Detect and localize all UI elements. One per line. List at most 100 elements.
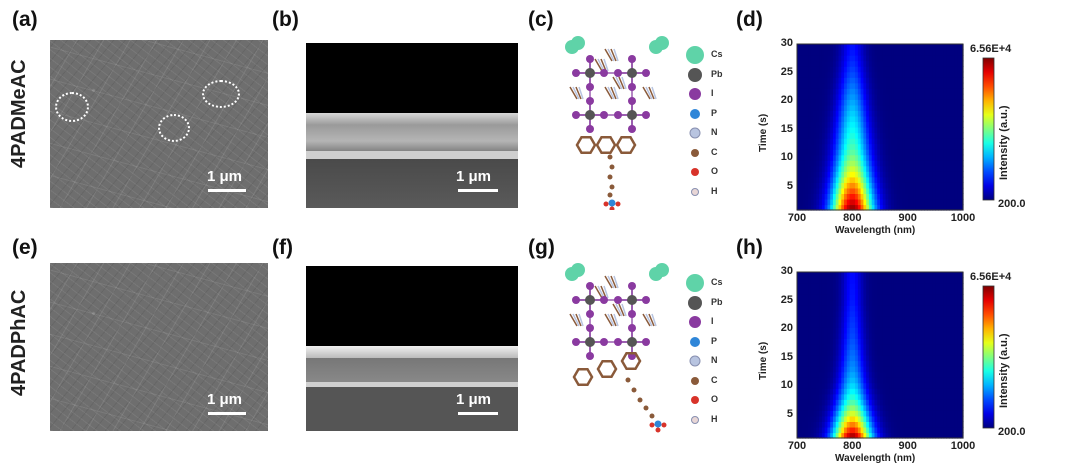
heatmap-cell (832, 77, 837, 84)
heatmap-cell (797, 127, 801, 134)
heatmap-cell (885, 399, 889, 406)
atom-p-swatch (690, 336, 700, 347)
heatmap-cell (938, 399, 942, 406)
heatmap-cell (830, 138, 834, 145)
heatmap-cell (904, 182, 909, 189)
heatmap-cell (827, 149, 831, 156)
heatmap-cell (866, 321, 870, 328)
heatmap-cell (927, 110, 931, 117)
heatmap-cell (957, 71, 961, 78)
heatmap-cell (927, 49, 931, 56)
heatmap-cell (929, 343, 934, 351)
heatmap-cell (907, 366, 912, 373)
heatmap-cell (821, 88, 826, 95)
heatmap-cell (835, 377, 840, 384)
heatmap-cell (907, 355, 912, 362)
heatmap-cell (954, 415, 959, 422)
heatmap-cell (866, 294, 870, 301)
heatmap-cell (846, 393, 851, 400)
heatmap-cell (888, 204, 892, 211)
heatmap-cell (921, 60, 925, 67)
heatmap-cell (832, 138, 837, 145)
heatmap-cell (918, 288, 923, 295)
heatmap-cell (891, 60, 895, 67)
heatmap-cell (799, 66, 804, 73)
heatmap-cell (846, 60, 851, 67)
heatmap-cell (893, 110, 898, 117)
heatmap-cell (816, 77, 820, 84)
heatmap-cell (921, 327, 925, 334)
heatmap-cell (844, 410, 848, 417)
heatmap-cell (797, 388, 801, 395)
heatmap-cell (802, 154, 806, 161)
heatmap-cell (874, 421, 878, 428)
heatmap-cell (877, 343, 881, 351)
heatmap-cell (913, 283, 917, 290)
heatmap-cell (891, 338, 895, 345)
heatmap-cell (824, 71, 829, 78)
heatmap-cell (860, 198, 864, 206)
heatmap-cell (860, 193, 864, 200)
heatmap-cell (951, 60, 956, 67)
heatmap-cell (880, 426, 884, 434)
heatmap-cell (799, 349, 804, 356)
heatmap-cell (927, 327, 931, 334)
heatmap-cell (907, 110, 912, 117)
heatmap-cell (805, 182, 809, 189)
heatmap-cell (940, 349, 945, 356)
heatmap-cell (888, 382, 892, 389)
heatmap-cell (857, 55, 862, 62)
heatmap-cell (841, 160, 845, 167)
heatmap-cell (868, 149, 873, 156)
heatmap-cell (935, 410, 939, 417)
heatmap-cell (846, 165, 851, 172)
heatmap-cell (904, 288, 909, 295)
heatmap-cell (808, 93, 812, 100)
heatmap-cell (871, 366, 876, 373)
heatmap-cell (835, 355, 840, 362)
heatmap-cell (868, 294, 873, 301)
heatmap-cell (852, 327, 856, 334)
heatmap-cell (949, 404, 953, 411)
heatmap-cell (855, 154, 859, 161)
heatmap-cell (940, 421, 945, 428)
heatmap-cell (827, 277, 831, 284)
heatmap-cell (827, 360, 831, 367)
heatmap-cell (797, 332, 801, 339)
heatmap-cell (846, 316, 851, 323)
heatmap-cell (891, 360, 895, 367)
heatmap-cell (852, 176, 856, 183)
heatmap-cell (910, 71, 914, 78)
y-tick-label: 15 (780, 122, 793, 135)
heatmap-cell (896, 283, 900, 290)
heatmap-cell (880, 299, 884, 306)
heatmap-cell (824, 277, 829, 284)
heatmap-cell (960, 160, 964, 167)
heatmap-cell (855, 360, 859, 367)
heatmap-cell (951, 349, 956, 356)
heatmap-cell (857, 382, 862, 389)
heatmap-cell (885, 310, 889, 317)
heatmap-cell (888, 310, 892, 317)
heatmap-cell (935, 343, 939, 351)
heatmap-cell (805, 360, 809, 367)
heatmap-cell (849, 404, 853, 411)
heatmap-cell (799, 288, 804, 295)
heatmap-cell (904, 49, 909, 56)
heatmap-cell (960, 171, 964, 178)
heatmap-cell (797, 55, 801, 62)
heatmap-cell (893, 321, 898, 328)
heatmap-cell (880, 149, 884, 156)
heatmap-cell (924, 415, 928, 422)
heatmap-cell (857, 187, 862, 194)
heatmap-cell (902, 82, 906, 89)
heatmap-cell (960, 421, 964, 428)
heatmap-cell (852, 277, 856, 284)
heatmap-cell (907, 294, 912, 301)
cross-section-image-b: 1 μm (306, 43, 518, 208)
heatmap-cell (852, 110, 856, 117)
heatmap-cell (868, 310, 873, 317)
heatmap-cell (935, 421, 939, 428)
heatmap-cell (797, 115, 801, 123)
heatmap-cell (946, 88, 950, 95)
